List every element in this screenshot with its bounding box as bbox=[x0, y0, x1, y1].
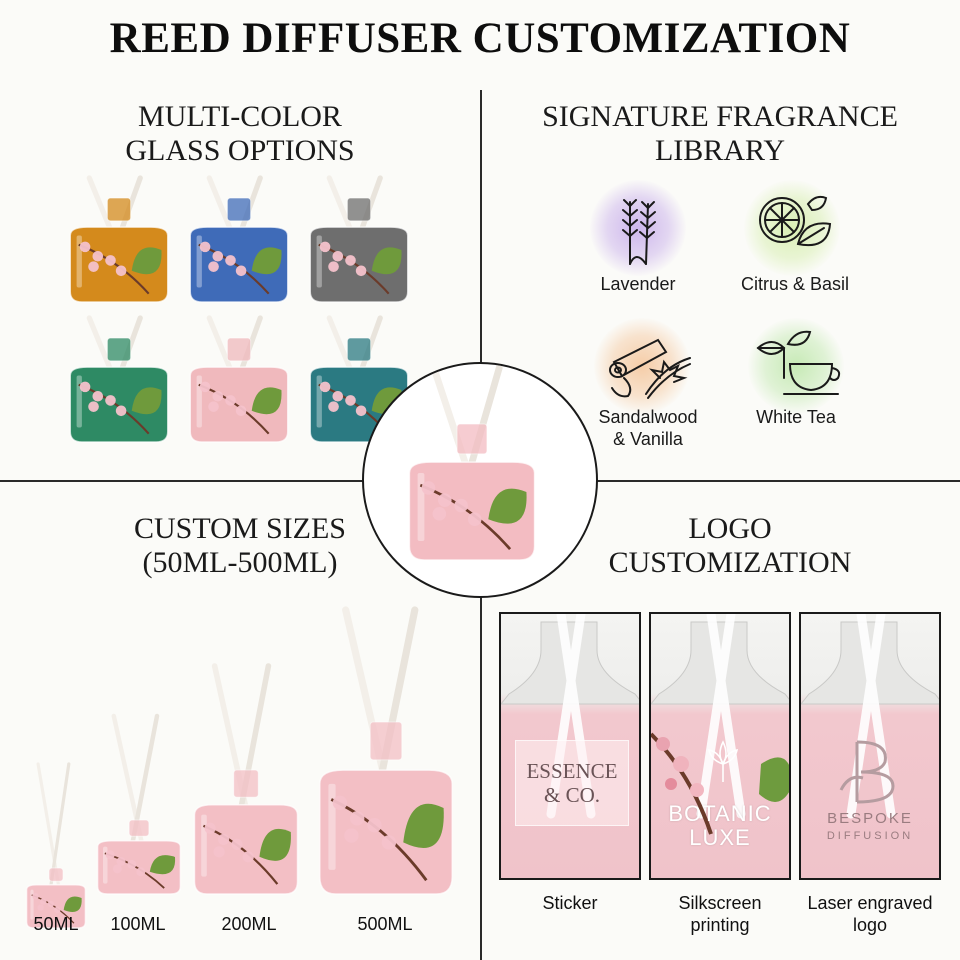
size-bottle-50ml bbox=[24, 762, 88, 929]
glass-color-bottle-1 bbox=[66, 175, 172, 303]
fragrance-library-title: SIGNATURE FRAGRANCE LIBRARY bbox=[542, 100, 898, 167]
horizontal-divider-right bbox=[480, 480, 960, 482]
glass-color-bottle-2 bbox=[186, 175, 292, 303]
size-label-200: 200ML bbox=[221, 914, 277, 934]
laser-brand: BESPOKE bbox=[827, 810, 913, 827]
page-title: REED DIFFUSER CUSTOMIZATION bbox=[109, 15, 851, 62]
silkscreen-caption: Silkscreen printing bbox=[678, 893, 762, 935]
logo-customization-title: LOGO CUSTOMIZATION bbox=[608, 512, 852, 579]
lavender-fragrance bbox=[590, 180, 686, 276]
sandalwood-vanilla-icon bbox=[609, 338, 691, 399]
laser-logo-card: BESPOKE DIFFUSION bbox=[799, 612, 941, 880]
sticker-logo-card: ESSENCE & CO. bbox=[499, 612, 641, 880]
size-bottle-500ml bbox=[314, 606, 458, 895]
horizontal-divider-left bbox=[0, 480, 480, 482]
glass-color-bottle-3 bbox=[306, 175, 412, 303]
citrus-basil-icon bbox=[759, 195, 832, 246]
featured-bottle-circle bbox=[362, 362, 598, 598]
glass-color-bottle-5 bbox=[186, 315, 292, 443]
size-label-100: 100ML bbox=[110, 914, 166, 934]
citrus-basil-fragrance bbox=[744, 180, 840, 276]
citrus-basil-label: Citrus & Basil bbox=[740, 274, 850, 294]
size-label-500: 500ML bbox=[357, 914, 413, 934]
white-tea-fragrance bbox=[748, 318, 844, 414]
white-tea-icon bbox=[756, 330, 841, 395]
sandalwood-vanilla-label: Sandalwood & Vanilla bbox=[598, 407, 698, 449]
lavender-icon bbox=[622, 199, 656, 265]
size-label-50: 50ML bbox=[33, 914, 79, 934]
sandalwood-vanilla-fragrance bbox=[594, 318, 694, 414]
silkscreen-logo-card: BOTANIC LUXE bbox=[649, 612, 791, 880]
sticker-caption: Sticker bbox=[542, 893, 598, 913]
laser-brand-sub: DIFFUSION bbox=[826, 830, 914, 842]
laser-caption: Laser engraved logo bbox=[807, 893, 933, 935]
sticker-label: ESSENCE & CO. bbox=[515, 740, 629, 826]
white-tea-label: White Tea bbox=[756, 407, 836, 427]
glass-color-bottle-4 bbox=[66, 315, 172, 443]
bespoke-monogram-icon bbox=[839, 740, 895, 804]
featured-bottle bbox=[404, 364, 540, 561]
custom-sizes-title: CUSTOM SIZES (50ML-500ML) bbox=[134, 512, 346, 579]
size-bottle-200ml bbox=[190, 663, 302, 895]
size-bottle-100ml bbox=[94, 713, 184, 895]
silkscreen-bottle-closeup bbox=[651, 614, 789, 835]
silkscreen-brand: BOTANIC LUXE bbox=[668, 801, 772, 850]
lavender-label: Lavender bbox=[600, 274, 676, 294]
glass-options-title: MULTI-COLOR GLASS OPTIONS bbox=[125, 100, 355, 167]
laser-bottle-closeup bbox=[801, 614, 939, 819]
lavender-halo bbox=[590, 180, 686, 276]
